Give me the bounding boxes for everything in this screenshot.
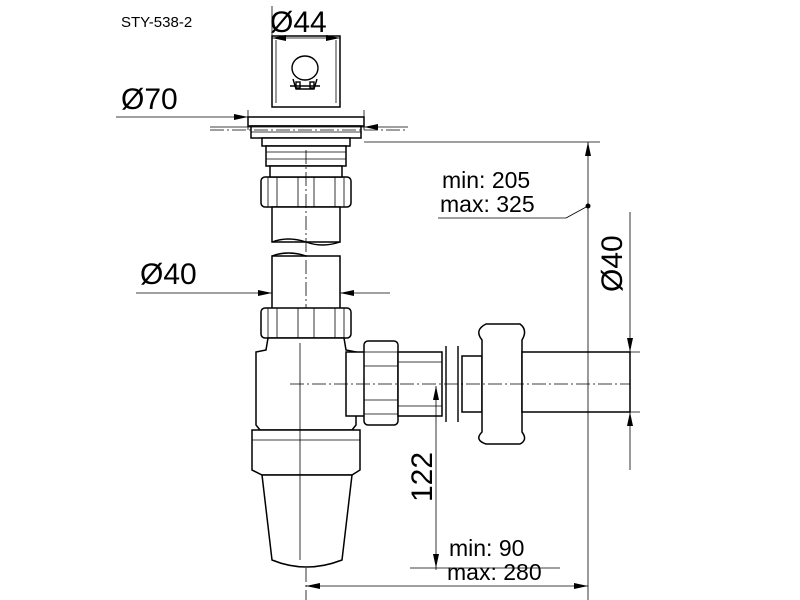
product-code: STY-538-2 (121, 14, 192, 31)
drain-grate (271, 35, 341, 108)
label-pipe-diameter: Ø40 (140, 258, 197, 291)
wall-pipe (290, 323, 631, 445)
label-flange-diameter: Ø70 (121, 83, 178, 116)
label-wall-pipe-diameter: Ø40 (596, 235, 629, 292)
label-outlet-diameter: Ø44 (270, 6, 327, 39)
dimension-pipe-diameter: Ø40 (136, 258, 390, 296)
dimension-flange-diameter: Ø70 (116, 83, 408, 131)
height-min: min: 205 (442, 167, 530, 193)
dimension-height-range: min: 205 max: 325 (364, 141, 600, 600)
lower-nut (260, 307, 352, 339)
vertical-pipe (271, 150, 341, 600)
reach-max: max: 280 (447, 559, 542, 585)
sink-flange (247, 116, 365, 167)
dimension-trap-height: 122 (406, 386, 560, 570)
reach-min: min: 90 (449, 535, 524, 561)
upper-nut (260, 165, 352, 208)
bottle-trap-body (251, 337, 361, 568)
label-trap-height: 122 (406, 452, 439, 502)
dimension-outlet-diameter: Ø44 (270, 6, 341, 60)
side-outlet (345, 340, 443, 426)
dimension-reach-range: min: 90 max: 280 (306, 535, 588, 589)
dimension-wall-pipe-diameter: Ø40 (596, 212, 640, 470)
height-max: max: 325 (440, 191, 535, 217)
